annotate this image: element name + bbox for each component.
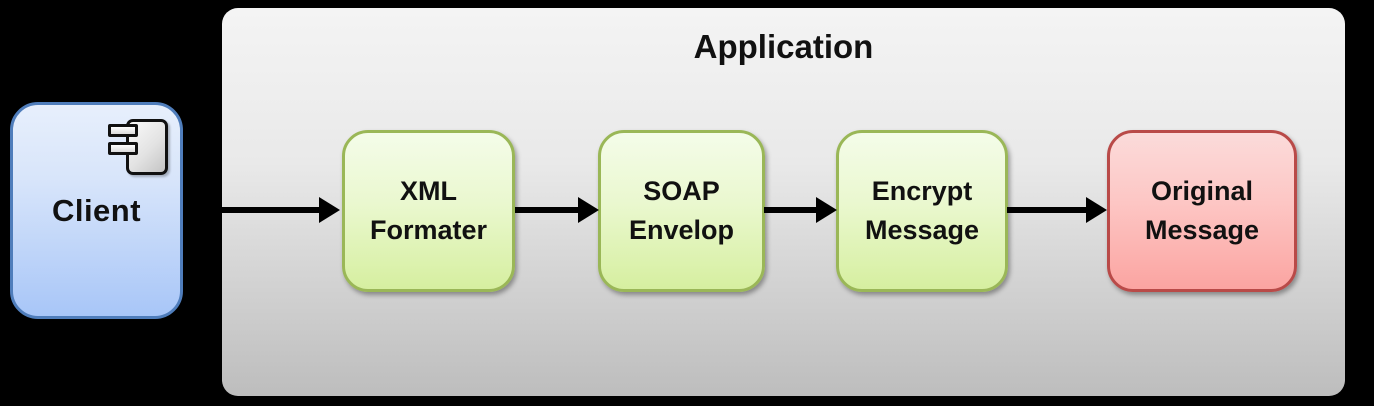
arrow-client-to-xml: [185, 197, 340, 223]
client-label: Client: [51, 192, 142, 228]
node-original-message: Original Message: [1107, 130, 1297, 292]
arrow-shaft: [185, 207, 325, 213]
arrow-head-icon: [578, 197, 599, 223]
node-soap-envelop: SOAP Envelop: [598, 130, 765, 292]
application-container: Application XML Formater SOAP Envelop En…: [222, 8, 1345, 396]
uml-component-icon: [108, 119, 169, 176]
arrow-soap-to-encrypt: [764, 197, 837, 223]
application-title: Application: [693, 28, 874, 65]
client-node: Client: [10, 102, 183, 319]
component-icon-tab-bottom: [108, 142, 138, 155]
arrow-head-icon: [816, 197, 837, 223]
arrow-shaft: [515, 207, 584, 213]
arrow-shaft: [764, 207, 822, 213]
node-label: Original Message: [1144, 175, 1260, 245]
arrow-head-icon: [319, 197, 340, 223]
arrow-encrypt-to-original: [1007, 197, 1107, 223]
arrow-xml-to-soap: [515, 197, 599, 223]
arrow-shaft: [1007, 207, 1092, 213]
node-xml-formater: XML Formater: [342, 130, 515, 292]
node-label: Encrypt Message: [864, 175, 980, 245]
node-label: SOAP Envelop: [628, 175, 735, 245]
node-label: XML Formater: [369, 175, 488, 245]
component-icon-tab-top: [108, 124, 138, 137]
arrow-head-icon: [1086, 197, 1107, 223]
node-encrypt-message: Encrypt Message: [836, 130, 1008, 292]
